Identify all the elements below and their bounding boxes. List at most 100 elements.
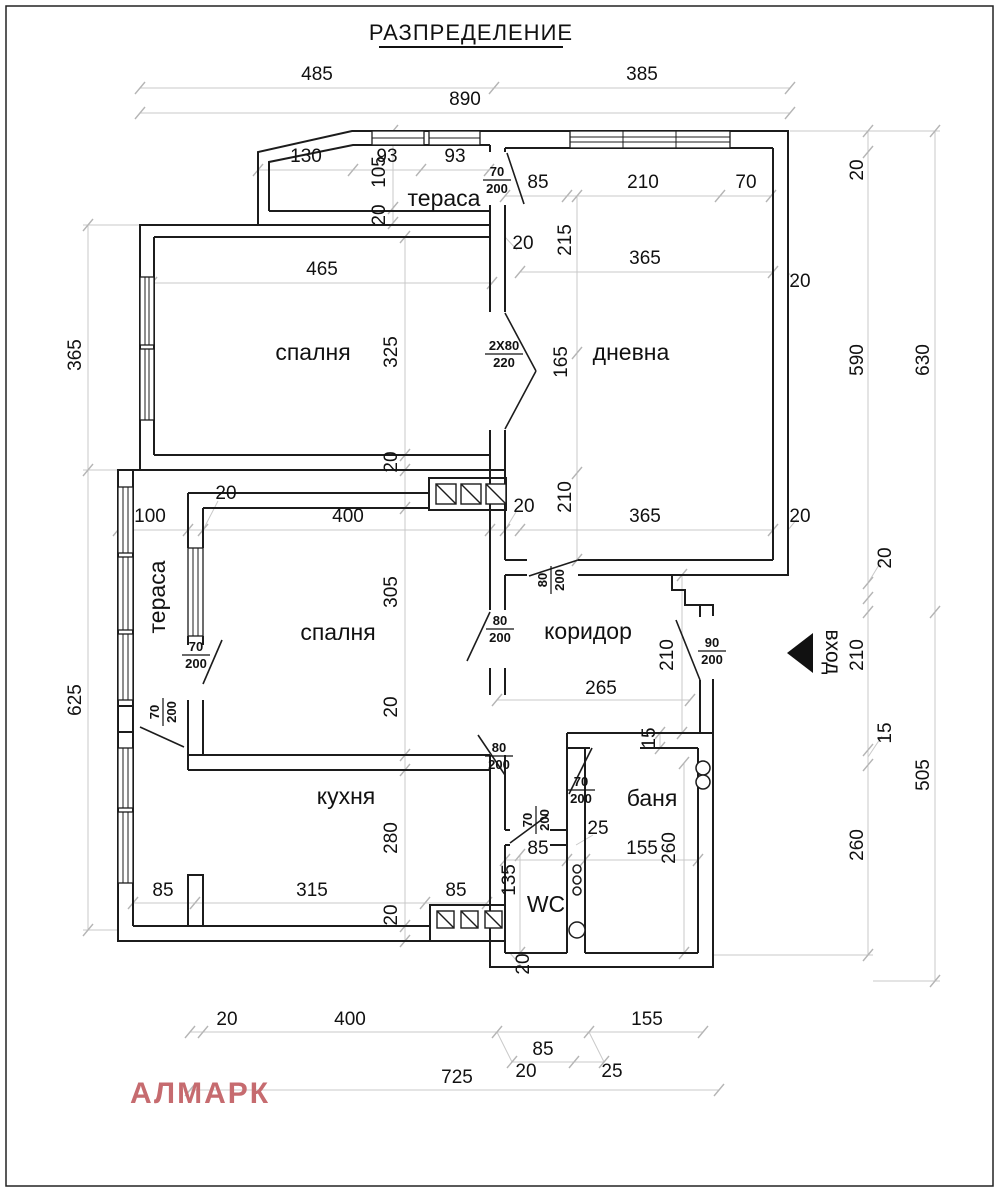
dim: 20 [789, 506, 810, 527]
dim: 20 [216, 1009, 237, 1030]
svg-text:70: 70 [520, 813, 535, 827]
dim: 20 [789, 271, 810, 292]
door-label: 2X80 220 [485, 338, 523, 370]
dim: 365 [65, 339, 86, 371]
svg-text:80: 80 [492, 740, 506, 755]
entrance-label: вход [821, 630, 844, 675]
dim: 20 [875, 547, 896, 568]
dimension-lines [83, 87, 940, 1091]
dim: 630 [913, 344, 934, 376]
dim: 210 [657, 639, 678, 671]
dim: 20 [512, 233, 533, 254]
dim: 385 [626, 64, 658, 85]
dim: 20 [215, 483, 236, 504]
svg-text:70: 70 [574, 774, 588, 789]
dim: 15 [639, 727, 660, 748]
vent-shaft-symbols [435, 483, 507, 929]
dim: 305 [381, 576, 402, 608]
room-wc: WC [527, 891, 565, 917]
window-symbols [117, 130, 731, 884]
room-corridor: коридор [544, 618, 632, 644]
dimension-labels: 485 385 890 130 93 93 105 20 85 210 70 2… [65, 64, 934, 1088]
dim: 165 [551, 346, 572, 378]
room-living: дневна [593, 339, 670, 365]
dim: 130 [290, 146, 322, 167]
drawing-title: РАЗПРЕДЕЛЕНИЕ [369, 20, 573, 45]
dim: 365 [629, 506, 661, 527]
dim: 265 [585, 678, 617, 699]
dim: 20 [381, 696, 402, 717]
room-terrace-left: тераса [144, 560, 170, 633]
room-bath: баня [627, 785, 678, 811]
dim: 20 [515, 1061, 536, 1082]
dim: 25 [601, 1061, 622, 1082]
plumbing-symbols [568, 760, 711, 939]
dim: 260 [847, 829, 868, 861]
svg-text:2X80: 2X80 [489, 338, 519, 353]
dim: 85 [152, 880, 173, 901]
svg-text:220: 220 [493, 355, 515, 370]
svg-text:70: 70 [147, 705, 162, 719]
dim: 625 [65, 684, 86, 716]
svg-text:200: 200 [552, 569, 567, 591]
dim: 485 [301, 64, 333, 85]
dim: 135 [499, 864, 520, 896]
dim: 20 [381, 904, 402, 925]
dim: 400 [334, 1009, 366, 1030]
svg-text:200: 200 [164, 701, 179, 723]
dim: 85 [527, 172, 548, 193]
dim: 210 [555, 481, 576, 513]
door-leaves [139, 152, 701, 844]
dim: 890 [449, 89, 481, 110]
dim: 20 [513, 496, 534, 517]
svg-text:80: 80 [493, 613, 507, 628]
dim: 155 [631, 1009, 663, 1030]
dim: 25 [587, 818, 608, 839]
dim: 20 [513, 953, 534, 974]
dim: 20 [847, 159, 868, 180]
dim: 93 [444, 146, 465, 167]
page-frame [5, 5, 994, 1187]
svg-text:70: 70 [189, 639, 203, 654]
dim: 590 [847, 344, 868, 376]
room-terrace-top: тераса [408, 185, 481, 211]
svg-text:200: 200 [488, 757, 510, 772]
dim: 85 [445, 880, 466, 901]
dim: 465 [306, 259, 338, 280]
dim: 20 [369, 204, 390, 225]
dim: 725 [441, 1067, 473, 1088]
dim: 325 [381, 336, 402, 368]
svg-text:200: 200 [489, 630, 511, 645]
room-bedroom2: спалня [300, 619, 375, 645]
dim: 93 [376, 146, 397, 167]
dim: 20 [381, 451, 402, 472]
dim: 365 [629, 248, 661, 269]
room-bedroom1: спалня [275, 339, 350, 365]
dim: 100 [134, 506, 166, 527]
dim: 105 [369, 156, 390, 188]
svg-text:200: 200 [185, 656, 207, 671]
svg-text:200: 200 [537, 809, 552, 831]
dim: 155 [626, 838, 658, 859]
dim: 315 [296, 880, 328, 901]
dim: 85 [532, 1039, 553, 1060]
room-labels: тераса спалня дневна тераса спалня корид… [144, 185, 677, 917]
dim: 85 [527, 838, 548, 859]
walls [117, 130, 789, 968]
dim: 400 [332, 506, 364, 527]
svg-text:70: 70 [490, 164, 504, 179]
dim: 210 [847, 639, 868, 671]
dim: 210 [627, 172, 659, 193]
dim: 260 [659, 832, 680, 864]
